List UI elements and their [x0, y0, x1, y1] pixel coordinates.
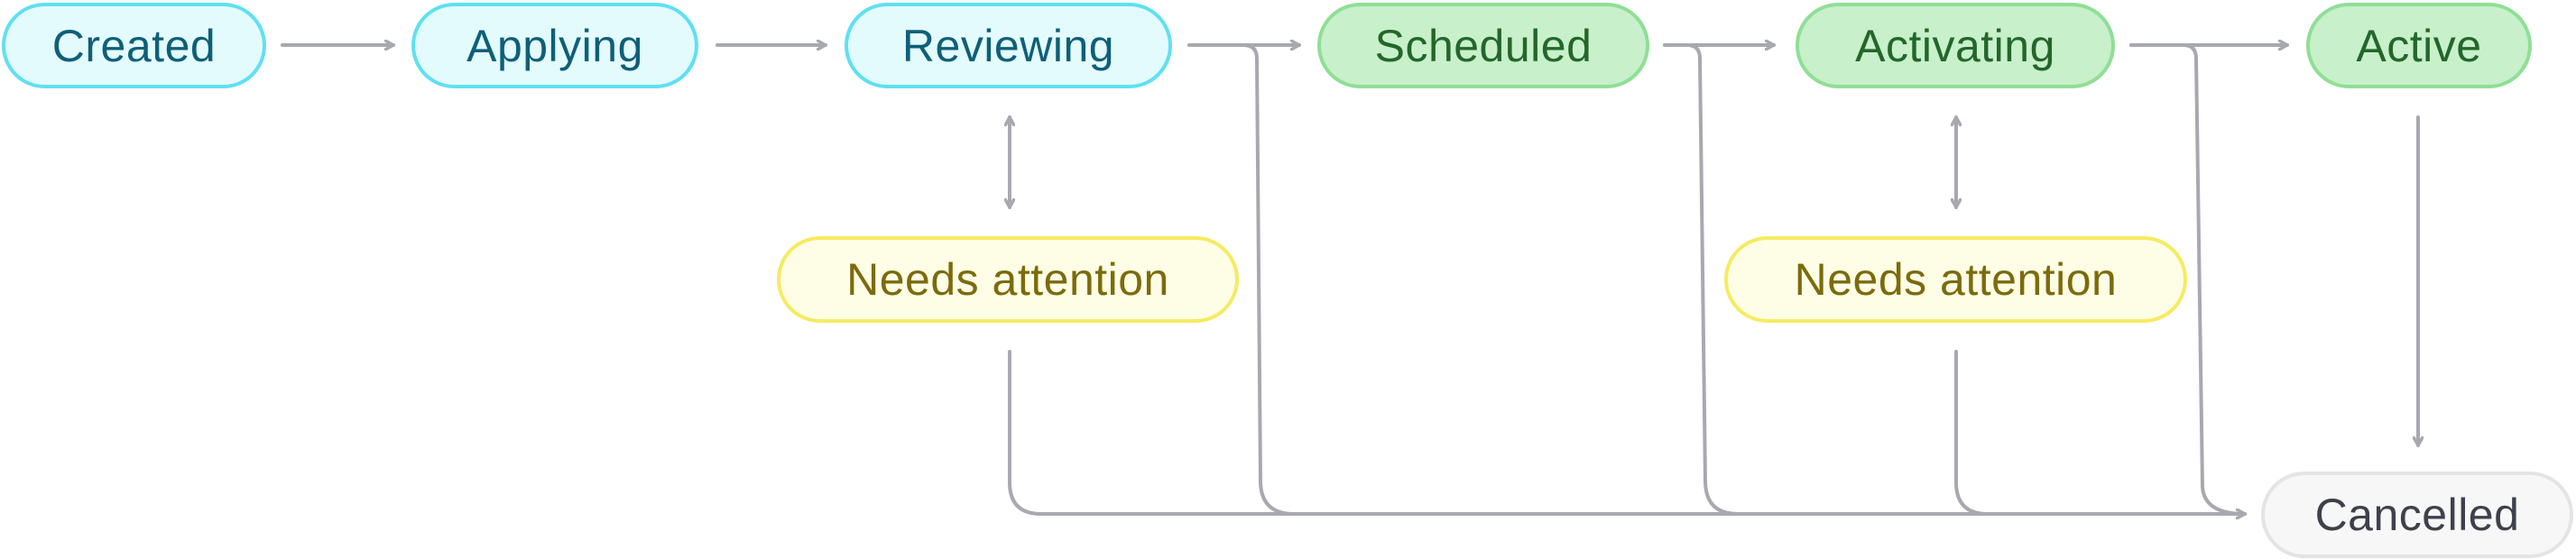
state-cancelled: Cancelled: [2261, 472, 2573, 558]
edge-activating-cancelled: [2129, 43, 2247, 516]
edge-needs-attention-review-cancelled: [1008, 350, 1043, 516]
edge-reviewing-cancelled: [1187, 43, 1296, 516]
state-active: Active: [2306, 3, 2532, 88]
state-activating: Activating: [1796, 3, 2115, 88]
state-scheduled: Scheduled: [1317, 3, 1649, 88]
edge-scheduled-cancelled: [1663, 43, 1740, 516]
edge-needs-attention-activation-cancelled: [1954, 350, 1990, 516]
state-applying: Applying: [411, 3, 698, 88]
state-needs-attention-activation: Needs attention: [1724, 236, 2187, 323]
state-needs-attention-review: Needs attention: [777, 236, 1239, 323]
state-reviewing: Reviewing: [845, 3, 1172, 88]
state-created: Created: [2, 3, 266, 88]
